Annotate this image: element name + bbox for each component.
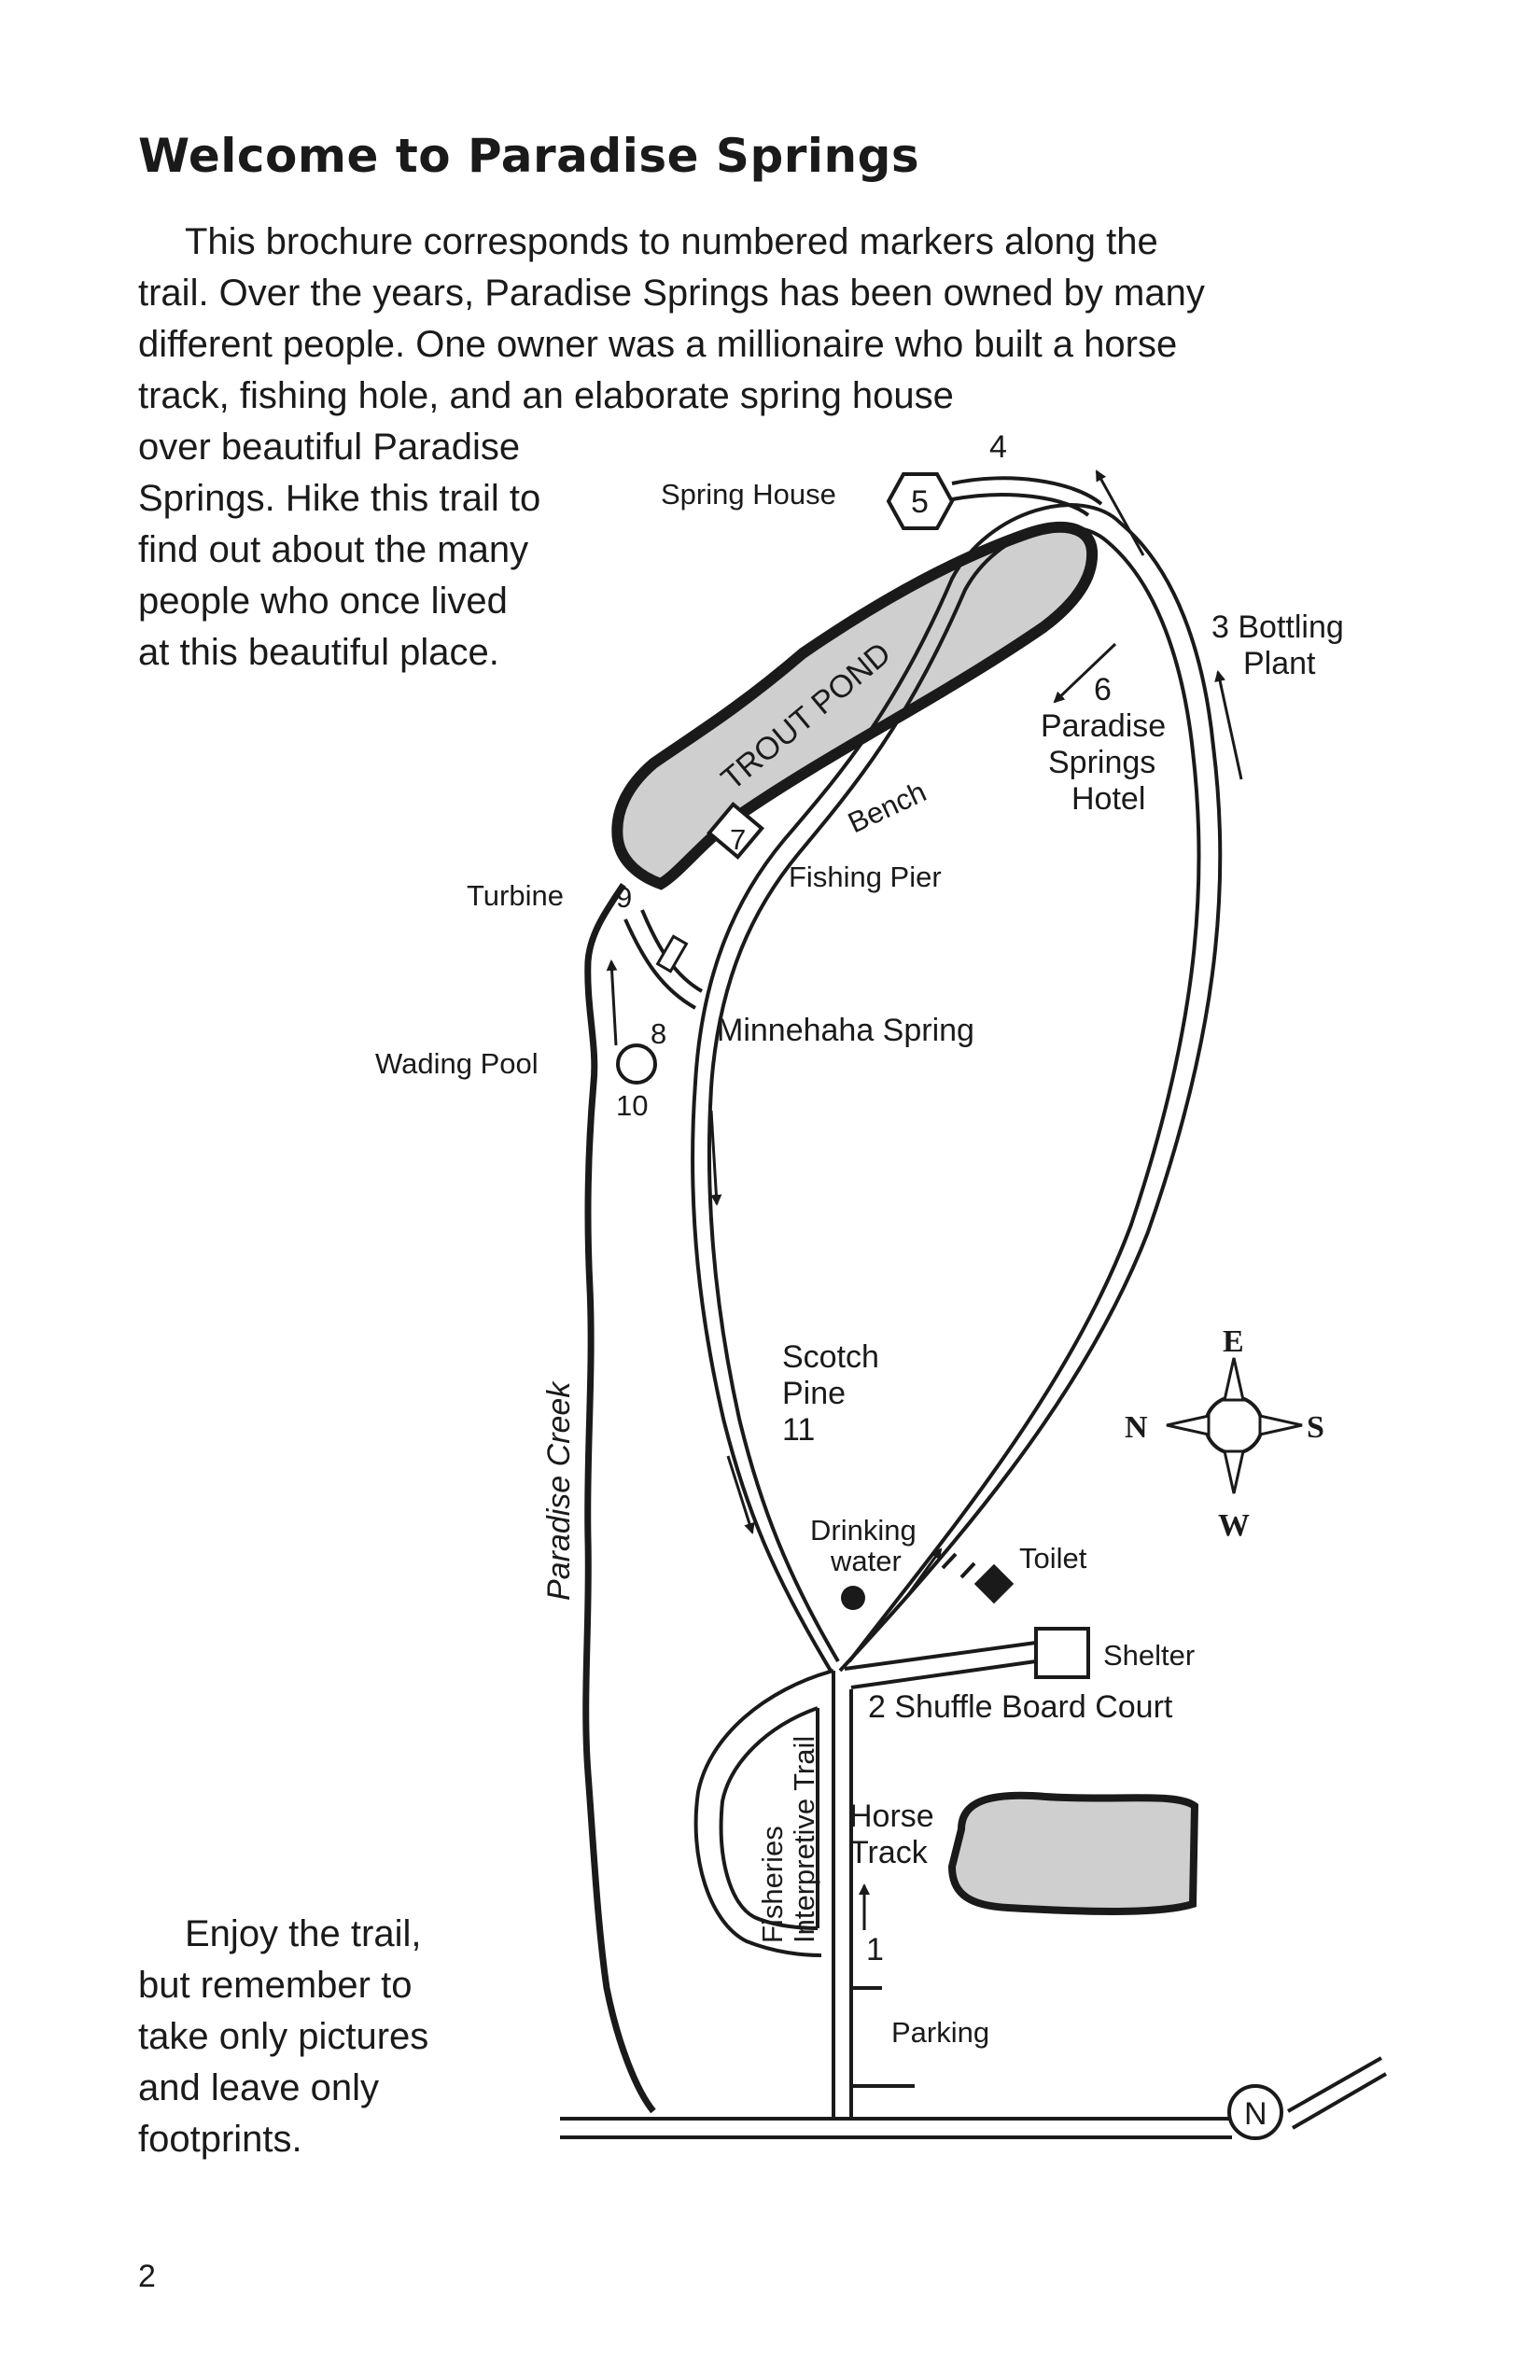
main-loop-inner <box>707 525 1201 1663</box>
shelter-path <box>844 1641 1037 1689</box>
paradise-creek-label: Paradise Creek <box>541 1380 577 1601</box>
scotch-pine-label-2: Pine <box>782 1376 846 1411</box>
arrow-icon <box>709 1110 722 1206</box>
compass-rose: E N S W <box>1125 1324 1324 1543</box>
page-title: Welcome to Paradise Springs <box>138 129 920 183</box>
compass-left: N <box>1125 1410 1148 1445</box>
intro-paragraph: This brochure corresponds to numbered ma… <box>138 217 1351 679</box>
minnehaha-spring-label: Minnehaha Spring <box>717 1013 974 1048</box>
shelter-label: Shelter <box>1103 1639 1195 1672</box>
marker-5: 5 <box>911 484 929 520</box>
intro-line: at this beautiful place. <box>138 632 499 673</box>
spring-house-walk <box>951 476 1103 517</box>
intro-line: find out about the many <box>138 529 529 570</box>
arrow-icon <box>726 1455 755 1534</box>
horse-track <box>947 1791 1199 1915</box>
spring-house-label: Spring House <box>661 478 836 511</box>
fisheries-loop <box>693 1669 834 1957</box>
wading-pool-icon <box>616 1043 657 1085</box>
fishing-pier <box>655 934 689 973</box>
main-loop-outer <box>691 503 1223 1673</box>
closing-line: take only pictures <box>138 2016 429 2057</box>
intro-line: over beautiful Paradise <box>138 427 521 468</box>
parking-ticks <box>851 1986 915 2088</box>
shelter-icon <box>1034 1627 1090 1679</box>
scotch-pine-label-3: 11 <box>782 1412 815 1448</box>
marker-9: 9 <box>616 881 632 914</box>
drinking-water-label-2: water <box>830 1545 902 1577</box>
compass-top: E <box>1223 1324 1244 1359</box>
marker-1: 1 <box>866 1932 884 1967</box>
fisheries-label-2: Interpretive Trail <box>788 1736 820 1943</box>
closing-paragraph: Enjoy the trail, but remember to take on… <box>138 1909 530 2165</box>
horse-track-label-1: Horse <box>849 1799 934 1834</box>
bottling-plant-label-2: Plant <box>1243 646 1316 681</box>
intro-line: trail. Over the years, Paradise Springs … <box>138 273 1205 314</box>
arrow-icon <box>1053 642 1117 704</box>
page-number: 2 <box>138 2259 156 2294</box>
marker-8: 8 <box>651 1017 666 1050</box>
drinking-water-icon <box>841 1586 865 1610</box>
intro-line: track, fishing hole, and an elaborate sp… <box>138 375 954 416</box>
hotel-label-3: Hotel <box>1071 781 1145 817</box>
creek-line <box>582 883 656 2114</box>
fisheries-label-1: Fisheries <box>756 1826 789 1943</box>
compass-right: S <box>1307 1410 1324 1445</box>
lower-trail <box>832 1671 853 2119</box>
arrow-icon <box>905 1547 943 1597</box>
intro-line: Springs. Hike this trail to <box>138 478 541 519</box>
parking-label: Parking <box>891 2016 989 2049</box>
intro-line: different people. One owner was a millio… <box>138 324 1178 365</box>
bottling-plant-label-1: 3 Bottling <box>1211 609 1344 645</box>
scotch-pine-label-1: Scotch <box>782 1339 879 1375</box>
toilet-path <box>941 1552 976 1579</box>
marker-7-box <box>707 802 764 860</box>
fishing-pier-label: Fishing Pier <box>789 861 942 893</box>
toilet-label: Toilet <box>1019 1542 1087 1575</box>
closing-line: and leave only <box>138 2067 379 2108</box>
compass-bottom: W <box>1218 1508 1250 1543</box>
hotel-label-1: Paradise <box>1041 708 1166 744</box>
road <box>560 2056 1388 2139</box>
spring-house-icon <box>886 472 955 530</box>
horse-track-label-2: Track <box>849 1835 929 1870</box>
north-circle-icon <box>1227 2084 1283 2140</box>
intro-line: This brochure corresponds to numbered ma… <box>185 221 1158 262</box>
toilet-icon <box>973 1563 1015 1604</box>
turbine-label: Turbine <box>467 879 564 912</box>
marker-10: 10 <box>616 1089 648 1122</box>
arrow-icon <box>1095 469 1145 556</box>
arrow-icon <box>1214 670 1243 780</box>
wading-pool-label: Wading Pool <box>375 1047 539 1080</box>
marker-4: 4 <box>989 429 1007 465</box>
north-circle-label: N <box>1244 2096 1267 2132</box>
drinking-water-label-1: Drinking <box>810 1514 917 1547</box>
intro-line: people who once lived <box>138 581 508 622</box>
marker-7: 7 <box>730 823 746 856</box>
hotel-number: 6 <box>1094 672 1112 707</box>
closing-line: but remember to <box>138 1965 413 2006</box>
hotel-label-2: Springs <box>1048 745 1155 780</box>
shuffle-board-label: 2 Shuffle Board Court <box>868 1689 1173 1725</box>
closing-line: footprints. <box>138 2119 302 2160</box>
closing-line: Enjoy the trail, <box>185 1913 422 1954</box>
arrow-icon <box>606 959 618 1046</box>
